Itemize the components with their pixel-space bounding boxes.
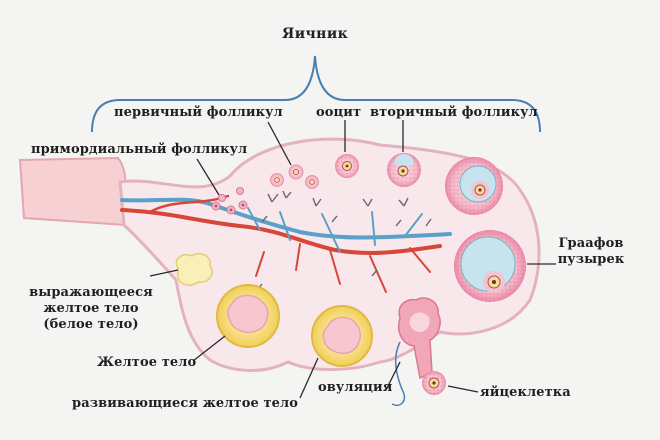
ovary-bracket — [91, 55, 541, 133]
label-graafian-follicle: Граафов пузырек — [556, 236, 626, 268]
title-ovary: Яичник — [282, 26, 349, 42]
leader-lines — [149, 120, 556, 399]
graafian-follicle — [454, 230, 526, 302]
developing-corpus-luteum — [311, 305, 373, 367]
label-oocyte: ооцит — [316, 105, 362, 120]
label-primordial-follicle: примордиальный фолликул — [31, 142, 248, 157]
label-albicans-line2: желтое тело — [43, 301, 139, 316]
corpus-albicans — [175, 252, 213, 286]
label-graafian-line1: Граафов — [558, 236, 624, 251]
ovulating-follicle — [391, 297, 441, 406]
label-ovulation: овуляция — [318, 380, 393, 395]
label-primary-follicle: первичный фолликул — [114, 105, 283, 120]
label-corpus-luteum: Желтое тело — [97, 355, 197, 370]
label-corpus-albicans: выражающееся желтое тело (белое тело) — [28, 285, 154, 333]
label-graafian-line2: пузырек — [557, 252, 625, 267]
blood-vessels — [120, 194, 452, 293]
vessel-twigs — [256, 190, 432, 291]
secondary-follicle — [387, 153, 421, 187]
label-secondary-follicle: вторичный фолликул — [370, 105, 538, 120]
label-albicans-line3: (белое тело) — [43, 317, 139, 332]
label-developing-corpus-luteum: развивающиеся желтое тело — [72, 396, 299, 411]
egg-cell — [422, 371, 446, 395]
primordial-follicles — [211, 187, 248, 215]
label-egg-cell: яйцеклетка — [480, 385, 571, 400]
label-albicans-line1: выражающееся — [29, 285, 153, 300]
corpus-luteum — [216, 284, 280, 348]
primary-follicles — [270, 164, 319, 189]
oocyte-follicle — [335, 154, 359, 178]
tertiary-follicle — [445, 157, 503, 215]
